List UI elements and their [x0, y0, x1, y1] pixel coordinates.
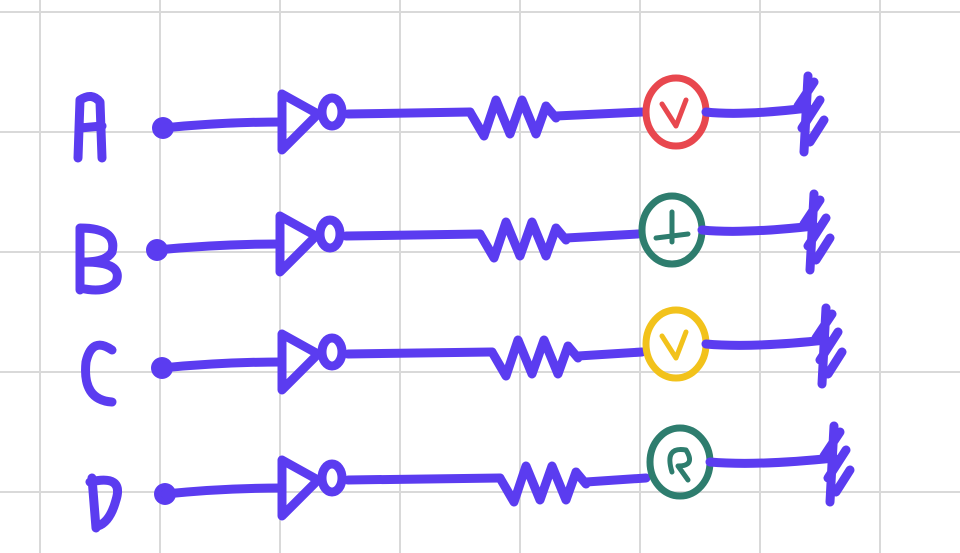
wire-buffer-resistor	[341, 229, 485, 241]
inverter-bubble	[317, 333, 347, 371]
lamp-mark	[659, 329, 689, 361]
resistor	[465, 95, 561, 141]
lamp-a	[642, 74, 710, 150]
resistor	[475, 217, 571, 263]
circuit-row-d	[85, 421, 855, 533]
lamp-mark	[659, 97, 689, 129]
buffer-gate	[275, 211, 321, 277]
inverter-bubble	[317, 459, 347, 497]
wire-buffer-resistor	[343, 473, 505, 485]
wire-lamp-ground	[705, 453, 839, 468]
inverter-bubble	[317, 93, 347, 131]
wire-resistor-lamp	[551, 107, 647, 121]
circuit-row-a	[73, 71, 829, 163]
row-label-a	[73, 92, 107, 163]
wire-resistor-lamp	[581, 473, 651, 487]
buffer-gate	[277, 89, 323, 155]
wire-input	[157, 357, 287, 373]
wire-lamp-ground	[701, 103, 813, 118]
wire-input	[160, 483, 287, 499]
lamp-mark	[653, 209, 691, 245]
wire-input	[152, 239, 285, 255]
resistor	[487, 335, 583, 381]
row-label-c	[81, 340, 117, 407]
circuit-row-b	[75, 189, 835, 295]
ground-symbol	[793, 71, 829, 157]
lamp-d	[646, 424, 714, 500]
wire-resistor-lamp	[573, 347, 647, 361]
wire-resistor-lamp	[561, 229, 643, 243]
circuit-row-c	[81, 303, 847, 407]
wire-lamp-ground	[701, 335, 831, 350]
wire-input	[158, 117, 287, 133]
wire-buffer-resistor	[343, 347, 497, 359]
row-label-b	[75, 223, 122, 295]
wire-lamp-ground	[697, 221, 819, 236]
wire-buffer-resistor	[343, 107, 475, 119]
resistor	[495, 461, 591, 507]
circuit-rows	[73, 71, 855, 533]
row-label-d	[85, 473, 122, 533]
lamp-mark	[667, 446, 693, 483]
ground-symbol	[799, 189, 835, 275]
lamp-c	[642, 306, 710, 382]
inverter-bubble	[315, 215, 345, 253]
ground-symbol	[819, 421, 855, 507]
buffer-gate	[277, 329, 323, 395]
buffer-gate	[277, 455, 323, 521]
ground-symbol	[811, 303, 847, 389]
